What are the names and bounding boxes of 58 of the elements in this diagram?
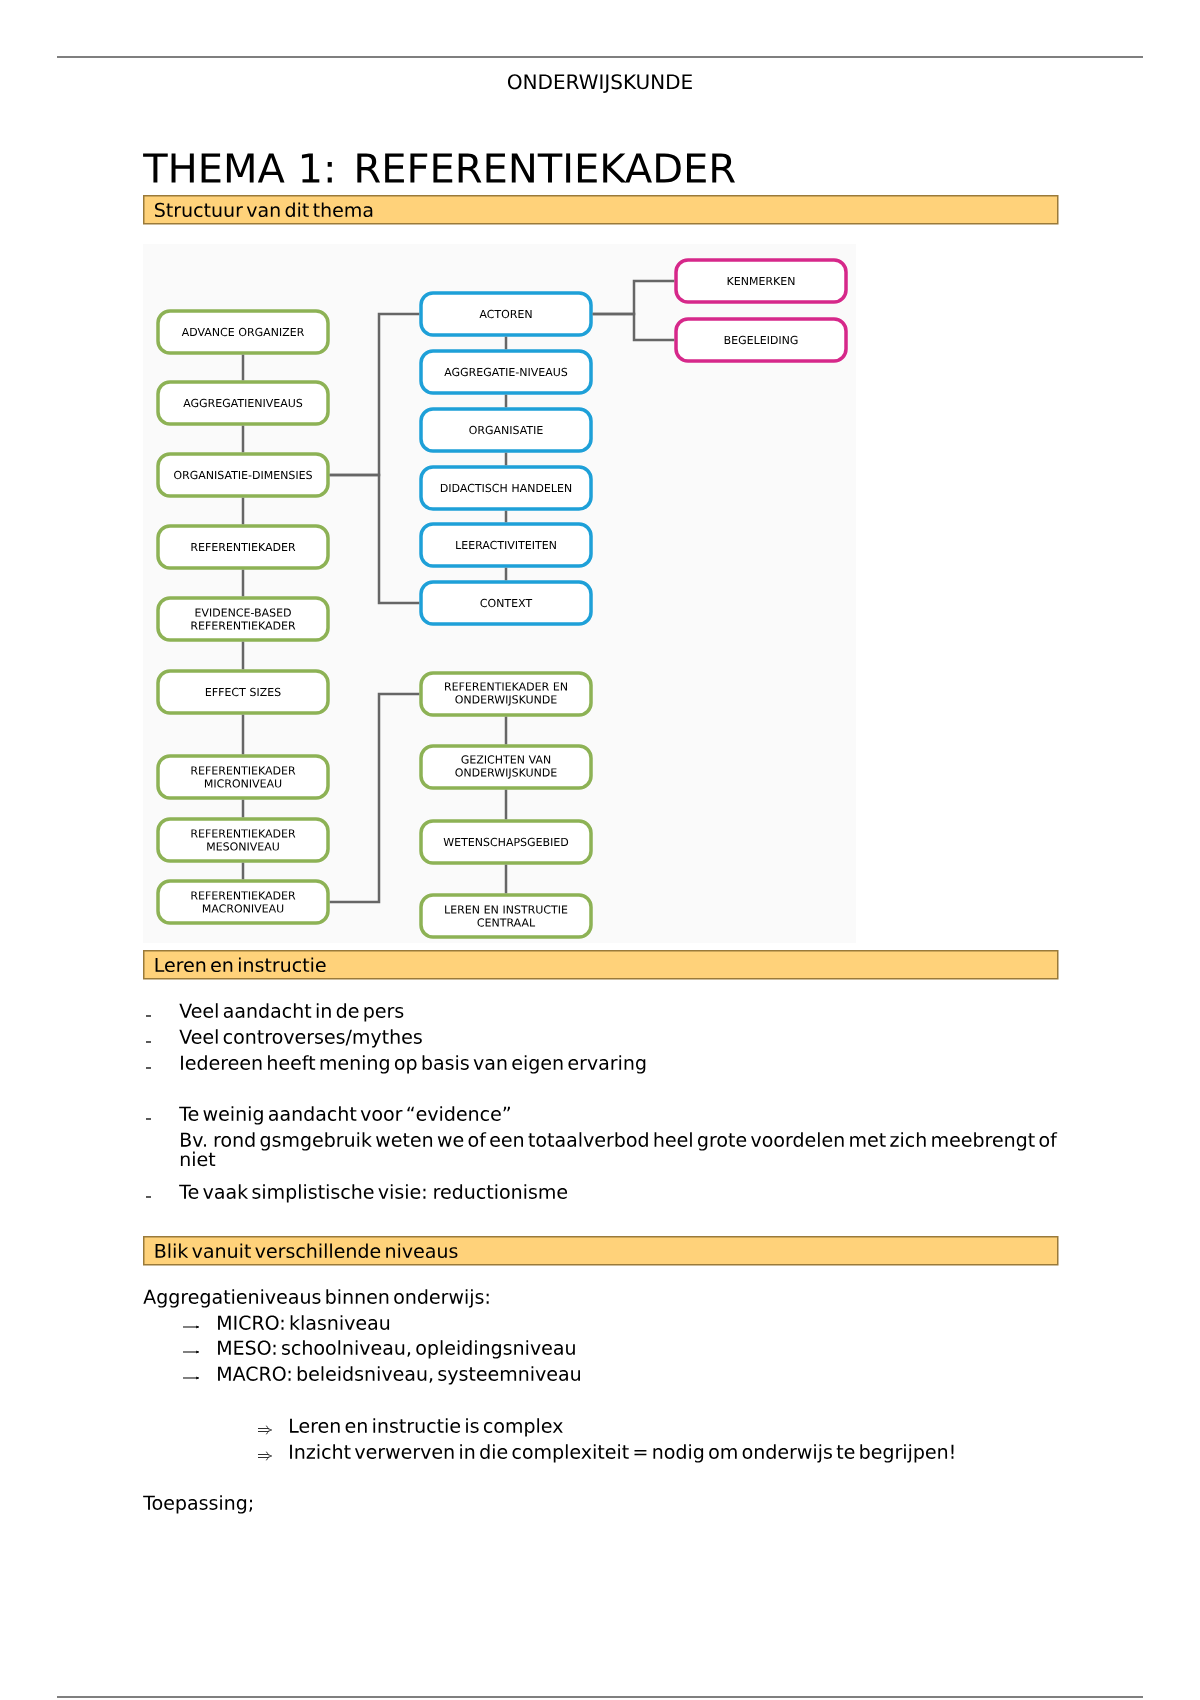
- text-line: Inzicht verwerven in die complexiteit = nodig om onderwijs te begrijpen!: [290, 1444, 954, 1463]
- rounded-box: BEGELEIDING: [674, 317, 848, 363]
- rounded-box: LEREN EN INSTRUCTIE CENTRAAL: [419, 893, 593, 939]
- connector-line: [329, 692, 420, 904]
- rounded-box: REFERENTIEKADER: [156, 524, 330, 570]
- rounded-box: EVIDENCE-BASED REFERENTIEKADER: [156, 596, 330, 642]
- rounded-box: EFFECT SIZES: [156, 669, 330, 715]
- connector-line: [241, 862, 245, 880]
- text-line: Toepassing;: [143, 1495, 252, 1514]
- rounded-box: ADVANCE ORGANIZER: [156, 309, 330, 355]
- connector-line: [504, 864, 508, 894]
- connector-line: [241, 641, 245, 670]
- text-line: MICRO: klasniveau: [218, 1315, 390, 1330]
- rounded-box: AGGREGATIE-NIVEAUS: [419, 349, 593, 395]
- text-line: Te weinig aandacht voor “evidence”: [179, 1106, 510, 1125]
- connector-line: [241, 497, 245, 525]
- rounded-box: ORGANISATIE-DIMENSIES: [156, 452, 330, 498]
- section-heading: Blik vanuit verschillende niveaus: [143, 1236, 1059, 1266]
- text-line: Leren en instructie is complex: [290, 1418, 563, 1437]
- rounded-box: REFERENTIEKADER MACRONIVEAU: [156, 879, 330, 925]
- rounded-box: LEERACTIVITEITEN: [419, 522, 593, 568]
- rounded-box: CONTEXT: [419, 580, 593, 626]
- connector-line: [504, 789, 508, 820]
- rounded-box: GEZICHTEN VAN ONDERWIJSKUNDE: [419, 744, 593, 790]
- page-title: THEMA 1: REFERENTIEKADER: [143, 153, 735, 183]
- connector-line: [504, 452, 508, 466]
- connector-line: [504, 336, 508, 350]
- rounded-box: ORGANISATIE: [419, 407, 593, 453]
- connector-line: [241, 799, 245, 818]
- rounded-box: DIDACTISCH HANDELEN: [419, 465, 593, 511]
- text-line: Veel controverses/mythes: [179, 1029, 422, 1048]
- rounded-box: WETENSCHAPSGEBIED: [419, 819, 593, 865]
- connector-line: [504, 567, 508, 581]
- connector-line: [241, 569, 245, 597]
- connector-line: [504, 716, 508, 745]
- rounded-box: ACTOREN: [419, 291, 593, 337]
- connector-line: [504, 510, 508, 523]
- text-line: MACRO: beleidsniveau, systeemniveau: [218, 1366, 580, 1385]
- connector-line: [504, 394, 508, 408]
- section-heading: Leren en instructie: [143, 950, 1059, 980]
- text-line: Veel aandacht in de pers: [179, 1003, 404, 1022]
- connector-line: [241, 354, 245, 381]
- connector-line: [241, 425, 245, 453]
- connector-line: [241, 714, 245, 755]
- rounded-box: REFERENTIEKADER MESONIVEAU: [156, 817, 330, 863]
- rounded-box: REFERENTIEKADER MICRONIVEAU: [156, 754, 330, 800]
- text-line: Aggregatieniveaus binnen onderwijs:: [143, 1289, 489, 1308]
- text-line: Te vaak simplistische visie: reductionisme: [179, 1184, 568, 1203]
- text-line: Bv. rond gsmgebruik weten we of een totaalverbod heel grote voordelen met zich meebrengt of niet: [180, 1132, 1058, 1167]
- connector-line: [592, 312, 675, 342]
- section-heading: Structuur van dit thema: [143, 195, 1059, 225]
- text-line: MESO: schoolniveau, opleidingsniveau: [218, 1340, 575, 1359]
- rounded-box: AGGREGATIENIVEAUS: [156, 380, 330, 426]
- connector-line: [329, 473, 420, 605]
- text-line: Iedereen heeft mening op basis van eigen ervaring: [181, 1055, 646, 1074]
- rounded-box: REFERENTIEKADER EN ONDERWIJSKUNDE: [419, 671, 593, 717]
- running-header: ONDERWIJSKUNDE: [508, 74, 692, 94]
- rounded-box: KENMERKEN: [674, 258, 848, 304]
